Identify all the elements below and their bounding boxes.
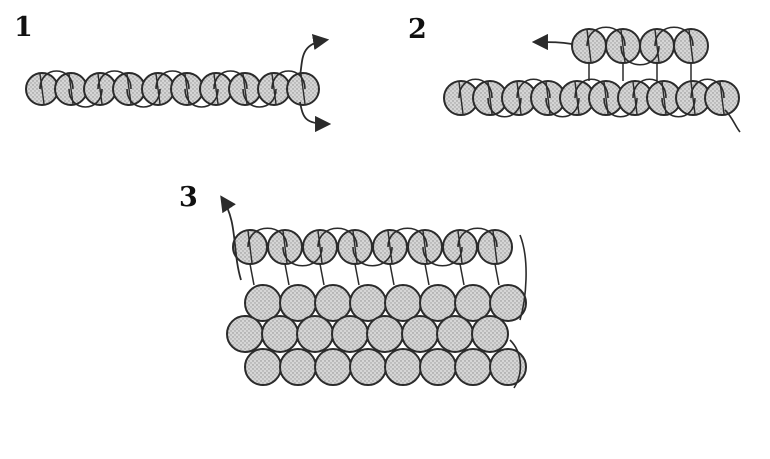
arrow-left-icon <box>220 195 242 281</box>
thread-pass-line <box>603 81 609 115</box>
thread-pass-line <box>690 81 696 115</box>
step-2-label: 2 <box>408 14 427 45</box>
thread-connector <box>389 263 395 286</box>
thread-pass-line <box>545 81 551 115</box>
thread-pass-line <box>242 73 248 105</box>
thread-pass-line <box>574 81 580 115</box>
thread-pass-line <box>271 73 277 105</box>
step-3-label: 3 <box>179 182 198 213</box>
thread-pass-line <box>661 81 667 115</box>
bead-icon <box>436 315 474 353</box>
bead-icon <box>349 348 387 386</box>
arrow-left-icon <box>531 33 573 51</box>
step-2-figure <box>443 26 741 133</box>
bead-icon <box>296 315 334 353</box>
thread-pass-line <box>719 81 725 115</box>
thread-pass-line <box>300 73 306 105</box>
bead-icon <box>366 315 404 353</box>
thread-connector <box>424 263 430 286</box>
bead-icon <box>244 348 282 386</box>
bead-icon <box>331 315 369 353</box>
step-3-figure <box>220 195 527 389</box>
bead-icon <box>314 348 352 386</box>
thread-pass-line <box>458 81 464 115</box>
bead-icon <box>261 315 299 353</box>
thread-pass-line <box>457 230 463 264</box>
thread-connector <box>354 263 360 286</box>
thread-pass-line <box>126 73 132 105</box>
thread-pass-line <box>632 81 638 115</box>
thread-pass-line <box>97 73 103 105</box>
arrow-right-icon <box>299 33 330 77</box>
thread-pass-line <box>492 230 498 264</box>
thread-pass-line <box>352 230 358 264</box>
thread-pass-line <box>688 29 694 63</box>
thread-pass-line <box>422 230 428 264</box>
bead-icon <box>419 348 457 386</box>
thread-pass-line <box>39 73 45 105</box>
bead-icon <box>226 315 264 353</box>
bead-icon <box>489 284 527 322</box>
bead-icon <box>279 348 317 386</box>
thread-pass-line <box>317 230 323 264</box>
thread-pass-line <box>620 29 626 63</box>
thread-connector <box>459 263 465 286</box>
thread-pass-line <box>213 73 219 105</box>
thread-tail <box>519 234 527 321</box>
step-1-figure <box>25 33 332 133</box>
thread-pass-line <box>516 81 522 115</box>
thread-pass-line <box>282 230 288 264</box>
thread-connector <box>494 263 500 286</box>
thread-connector <box>319 263 325 286</box>
bead-icon <box>489 348 527 386</box>
thread-pass-line <box>586 29 592 63</box>
thread-connector <box>284 263 290 286</box>
bead-icon <box>454 348 492 386</box>
thread-pass-line <box>487 81 493 115</box>
thread-pass-line <box>654 29 660 63</box>
thread-pass-line <box>155 73 161 105</box>
bead-icon <box>471 315 509 353</box>
step-1-label: 1 <box>14 12 33 43</box>
thread-pass-line <box>68 73 74 105</box>
thread-pass-line <box>184 73 190 105</box>
arrow-right-icon <box>299 101 332 133</box>
bead-icon <box>401 315 439 353</box>
thread-tail <box>509 339 522 389</box>
bead-icon <box>384 348 422 386</box>
thread-pass-line <box>387 230 393 264</box>
thread-tail <box>724 109 741 133</box>
thread-connector <box>249 263 255 286</box>
thread-pass-line <box>247 230 253 264</box>
